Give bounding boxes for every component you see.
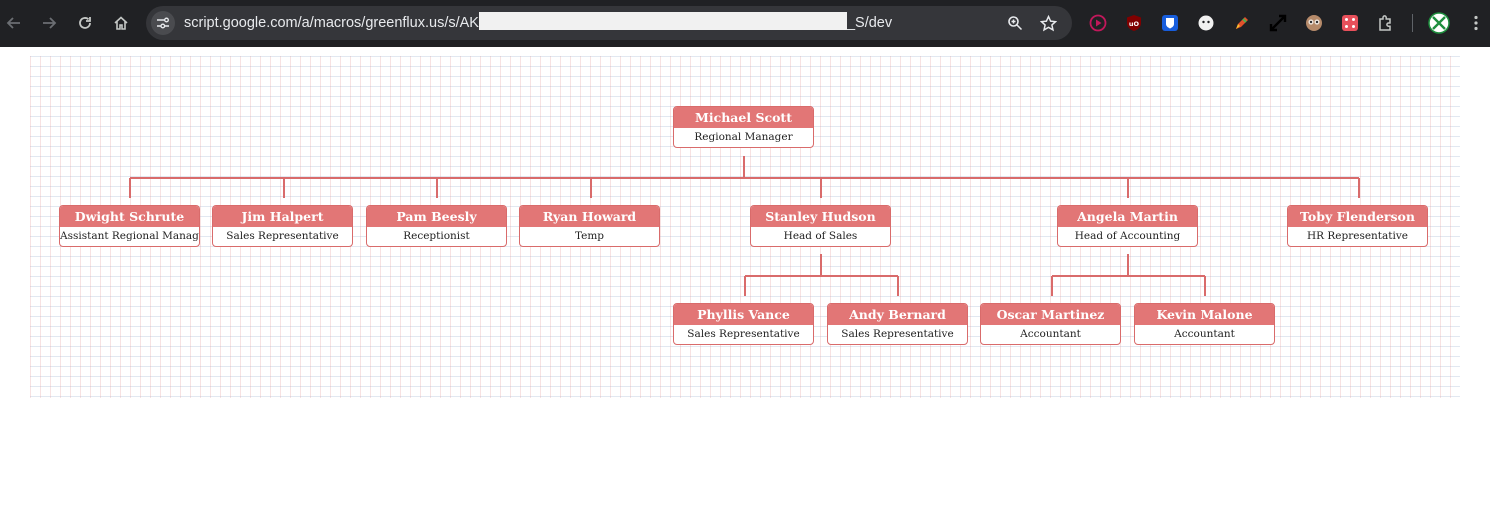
home-button[interactable] <box>109 11 133 35</box>
org-node-ryan[interactable]: Ryan Howard Temp <box>519 205 660 247</box>
profile-button[interactable] <box>1428 12 1450 34</box>
org-node-toby[interactable]: Toby Flenderson HR Representative <box>1287 205 1428 247</box>
zoom-icon <box>1008 16 1023 31</box>
extension-owl[interactable] <box>1303 12 1325 34</box>
bitwarden-icon <box>1162 15 1178 31</box>
org-node-kevin[interactable]: Kevin Malone Accountant <box>1134 303 1275 345</box>
org-node-root[interactable]: Michael Scott Regional Manager <box>673 106 814 148</box>
node-name: Dwight Schrute <box>60 206 199 227</box>
node-title: Sales Representative <box>841 328 954 340</box>
org-node-phyllis[interactable]: Phyllis Vance Sales Representative <box>673 303 814 345</box>
org-node-stanley[interactable]: Stanley Hudson Head of Sales <box>750 205 891 247</box>
expand-icon <box>1269 14 1287 32</box>
node-name: Angela Martin <box>1058 206 1197 227</box>
kebab-menu-icon <box>1474 15 1478 31</box>
url-suffix: _S/dev <box>846 15 893 31</box>
org-node-dwight[interactable]: Dwight Schrute Assistant Regional Manage… <box>59 205 200 247</box>
owl-icon <box>1306 15 1322 31</box>
address-bar[interactable]: script.google.com/a/macros/greenflux.us/… <box>146 6 1072 40</box>
tune-icon <box>157 17 169 29</box>
node-name: Michael Scott <box>674 107 813 128</box>
node-title: HR Representative <box>1306 230 1409 242</box>
extension-pen[interactable] <box>1231 12 1253 34</box>
node-name: Toby Flenderson <box>1288 206 1427 227</box>
url-text[interactable]: script.google.com/a/macros/greenflux.us/… <box>184 6 892 40</box>
site-info-button[interactable] <box>151 11 175 35</box>
extension-play[interactable] <box>1087 12 1109 34</box>
node-title: Head of Sales <box>783 230 858 242</box>
face-icon <box>1198 15 1214 31</box>
node-title: Assistant Regional Manager <box>60 230 200 242</box>
node-title: Sales Representative <box>226 230 339 242</box>
browser-menu-button[interactable] <box>1465 12 1487 34</box>
ublock-icon: uO <box>1127 15 1141 31</box>
node-title: Sales Representative <box>687 328 800 340</box>
back-button[interactable] <box>2 11 26 35</box>
node-title: Accountant <box>1020 328 1081 340</box>
org-node-angela[interactable]: Angela Martin Head of Accounting <box>1057 205 1198 247</box>
bookmark-button[interactable] <box>1038 13 1058 33</box>
extension-bitwarden[interactable] <box>1159 12 1181 34</box>
node-name: Jim Halpert <box>213 206 352 227</box>
node-title: Regional Manager <box>694 131 793 143</box>
node-name: Ryan Howard <box>520 206 659 227</box>
node-title: Accountant <box>1174 328 1235 340</box>
play-circle-icon <box>1089 14 1107 32</box>
reload-icon <box>79 17 91 29</box>
arrow-left-icon <box>6 17 20 29</box>
puzzle-icon <box>1379 15 1391 31</box>
org-node-jim[interactable]: Jim Halpert Sales Representative <box>212 205 353 247</box>
browser-toolbar: script.google.com/a/macros/greenflux.us/… <box>0 0 1490 47</box>
url-prefix: script.google.com/a/macros/greenflux.us/… <box>184 15 479 31</box>
node-name: Oscar Martinez <box>981 304 1120 325</box>
extensions-button[interactable] <box>1375 12 1397 34</box>
star-icon <box>1039 14 1057 31</box>
arrow-right-icon <box>43 17 57 29</box>
toolbar-divider <box>1412 14 1413 32</box>
avatar-icon <box>1428 12 1450 34</box>
node-title: Head of Accounting <box>1074 230 1181 242</box>
node-name: Pam Beesly <box>367 206 506 227</box>
url-redaction <box>478 12 847 30</box>
svg-text:uO: uO <box>1129 20 1140 28</box>
node-name: Kevin Malone <box>1135 304 1274 325</box>
extension-expand[interactable] <box>1267 12 1289 34</box>
extension-face[interactable] <box>1195 12 1217 34</box>
node-name: Andy Bernard <box>828 304 967 325</box>
org-node-andy[interactable]: Andy Bernard Sales Representative <box>827 303 968 345</box>
node-title: Receptionist <box>403 230 470 242</box>
node-name: Phyllis Vance <box>674 304 813 325</box>
pen-icon <box>1236 17 1248 29</box>
extension-dice[interactable] <box>1339 12 1361 34</box>
reload-button[interactable] <box>73 11 97 35</box>
zoom-button[interactable] <box>1005 13 1025 33</box>
org-node-oscar[interactable]: Oscar Martinez Accountant <box>980 303 1121 345</box>
node-name: Stanley Hudson <box>751 206 890 227</box>
extension-ublock[interactable]: uO <box>1123 12 1145 34</box>
org-node-pam[interactable]: Pam Beesly Receptionist <box>366 205 507 247</box>
forward-button[interactable] <box>37 11 61 35</box>
dice-icon <box>1342 15 1358 31</box>
node-title: Temp <box>574 230 605 242</box>
home-icon <box>114 16 128 30</box>
